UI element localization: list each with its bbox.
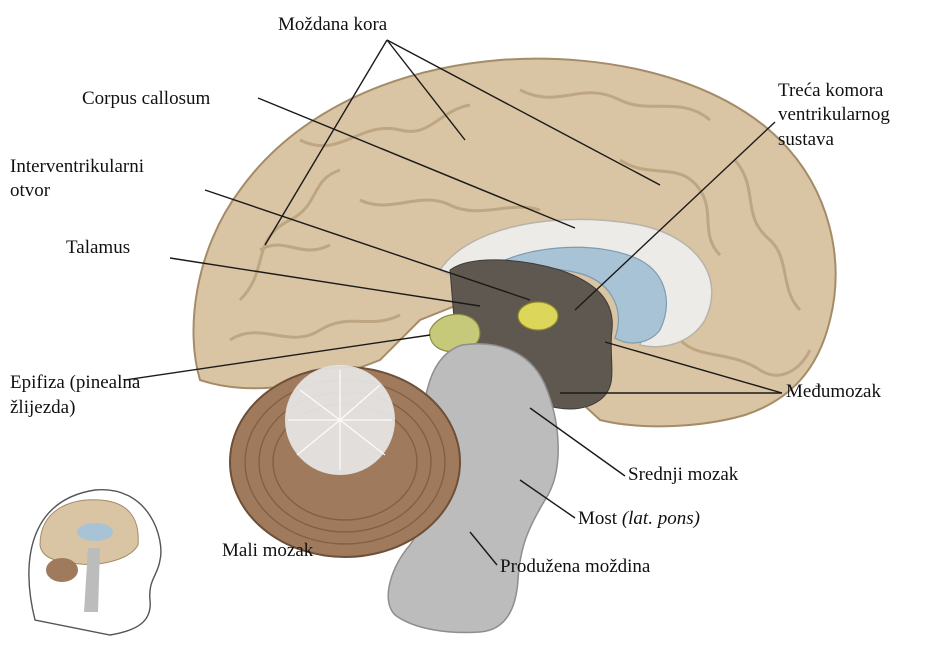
head-thumbnail xyxy=(29,490,161,635)
label-cortex: Moždana kora xyxy=(278,14,387,36)
label-pineal-line1: Epifiza (pinealna xyxy=(10,372,140,394)
label-thalamus: Talamus xyxy=(66,237,130,259)
label-interventricular-line2: otvor xyxy=(10,180,50,202)
label-pons-latin: (lat. pons) xyxy=(622,508,700,529)
cerebellum xyxy=(230,365,460,557)
label-interventricular-line1: Interventrikularni xyxy=(10,156,144,178)
label-midbrain: Srednji mozak xyxy=(628,464,738,486)
thalamus xyxy=(518,302,558,330)
label-third-ventricle-line1: Treća komora xyxy=(778,80,883,102)
label-cerebellum: Mali mozak xyxy=(222,540,313,562)
label-corpus-callosum: Corpus callosum xyxy=(82,88,210,110)
label-third-ventricle-line2: ventrikularnog xyxy=(778,104,890,126)
label-pons: Most (lat. pons) xyxy=(578,508,700,530)
label-pineal-line2: žlijezda) xyxy=(10,397,75,419)
label-third-ventricle-line3: sustava xyxy=(778,129,834,151)
label-medulla: Produžena moždina xyxy=(500,556,650,578)
label-diencephalon: Međumozak xyxy=(786,381,881,403)
label-pons-main: Most xyxy=(578,508,617,529)
